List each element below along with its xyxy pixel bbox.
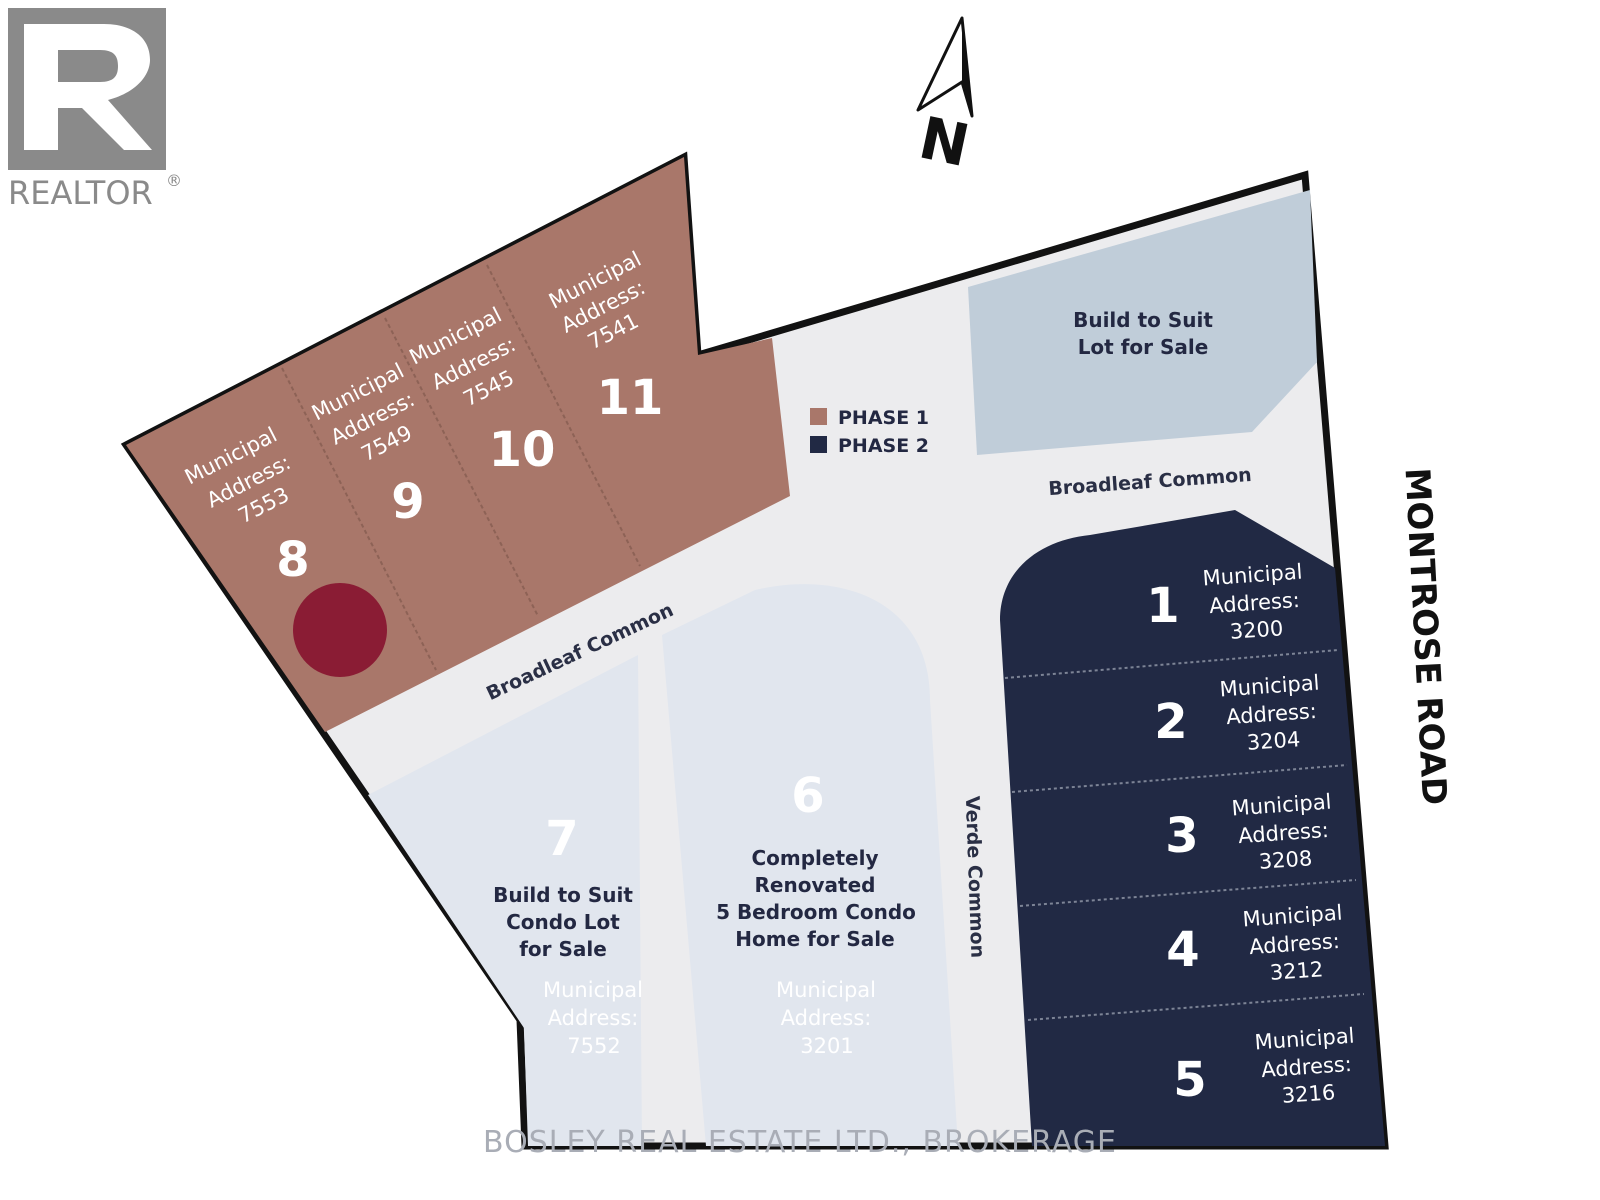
build-lot-line1: Build to Suit xyxy=(1073,308,1213,332)
phase-legend: PHASE 1 PHASE 2 xyxy=(810,407,929,457)
realtor-r-icon xyxy=(24,24,152,150)
build-lot-line2: Lot for Sale xyxy=(1078,335,1209,359)
lot-divider-4-5 xyxy=(1027,993,1365,1021)
lot-7-parcel xyxy=(368,655,642,1146)
lot-7-desc-line1: Build to Suit xyxy=(493,883,633,907)
lot-7[interactable]: 7 Build to Suit Condo Lot for Sale Munic… xyxy=(368,655,643,1146)
lot-7-address-line2: Address: xyxy=(548,1006,639,1030)
north-label: N xyxy=(913,104,975,181)
lot-5-number: 5 xyxy=(1173,1052,1206,1108)
lot-4-number: 4 xyxy=(1166,922,1199,978)
selected-lot-marker-icon[interactable] xyxy=(293,583,387,677)
build-to-suit-lot[interactable]: Build to Suit Lot for Sale xyxy=(968,190,1317,455)
lot-divider-10-11 xyxy=(486,264,641,567)
lot-9-number: 9 xyxy=(391,474,424,530)
road-label-montrose: MONTROSE ROAD xyxy=(1396,467,1454,806)
lot-6-address-line1: Municipal xyxy=(776,978,876,1002)
phase1-block xyxy=(126,157,790,732)
lot-6-address-number: 3201 xyxy=(800,1034,853,1058)
lot-7-desc-line3: for Sale xyxy=(519,937,607,961)
build-lot-parcel xyxy=(968,190,1317,455)
phase2-block xyxy=(1000,510,1385,1146)
legend-label-phase2: PHASE 2 xyxy=(838,435,929,457)
lot-8-number: 8 xyxy=(276,532,309,588)
phase2-lots xyxy=(1000,510,1385,1146)
lot-3-address-number: 3208 xyxy=(1258,846,1313,874)
lot-6-parcel xyxy=(662,584,958,1146)
lot-6-desc-line4: Home for Sale xyxy=(735,927,894,951)
lot-4-address-number: 3212 xyxy=(1269,957,1324,985)
lot-7-desc-line2: Condo Lot xyxy=(506,910,620,934)
lot-divider-1-2 xyxy=(1004,649,1339,679)
lot-7-number: 7 xyxy=(545,811,578,867)
lot-5[interactable]: 5 Municipal Address: 3216 xyxy=(1173,1024,1355,1108)
legend-label-phase1: PHASE 1 xyxy=(838,407,929,429)
lot-6-number: 6 xyxy=(791,768,824,824)
lot-2-address-number: 3204 xyxy=(1246,727,1301,755)
lot-5-address-number: 3216 xyxy=(1281,1080,1336,1108)
lot-1-address-number: 3200 xyxy=(1229,616,1284,644)
lot-divider-8-9 xyxy=(281,367,437,671)
lot-2-number: 2 xyxy=(1154,694,1187,750)
lot-6-desc-line2: Renovated xyxy=(755,873,876,897)
lot-6-address-line2: Address: xyxy=(781,1006,872,1030)
lot-7-address-line1: Municipal xyxy=(543,978,643,1002)
lot-11-number: 11 xyxy=(597,370,664,426)
realtor-logo: REALTOR ® xyxy=(8,8,182,212)
lot-6-desc-line3: 5 Bedroom Condo xyxy=(716,900,916,924)
realtor-label: REALTOR xyxy=(8,174,153,212)
legend-swatch-phase1 xyxy=(810,408,827,425)
north-arrow-shade xyxy=(962,18,972,116)
lot-7-address-number: 7552 xyxy=(567,1034,620,1058)
lot-10-number: 10 xyxy=(489,422,556,478)
lot-4[interactable]: 4 Municipal Address: 3212 xyxy=(1166,901,1343,985)
lot-1[interactable]: 1 Municipal Address: 3200 xyxy=(1146,560,1303,644)
lot-1-number: 1 xyxy=(1146,578,1179,634)
legend-swatch-phase2 xyxy=(810,436,827,453)
north-arrow: N xyxy=(913,16,975,181)
lot-6[interactable]: 6 Completely Renovated 5 Bedroom Condo H… xyxy=(662,584,958,1146)
lot-6-desc-line1: Completely xyxy=(751,846,878,870)
lot-3-number: 3 xyxy=(1165,808,1198,864)
phase1-lots xyxy=(126,157,790,732)
lot-divider-2-3 xyxy=(1011,764,1348,793)
lot-divider-3-4 xyxy=(1019,879,1357,907)
realtor-reg-mark: ® xyxy=(166,171,182,190)
brokerage-watermark: BOSLEY REAL ESTATE LTD., BROKERAGE xyxy=(483,1125,1117,1160)
